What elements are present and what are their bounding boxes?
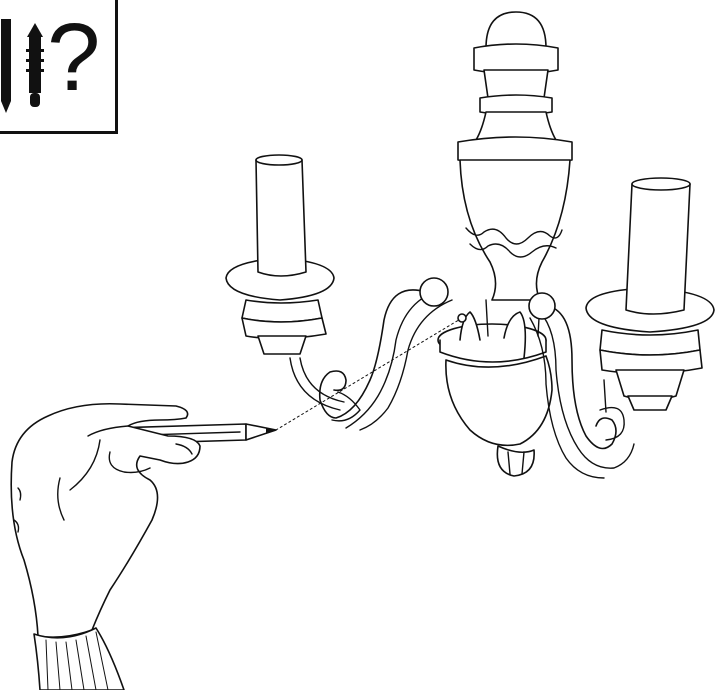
sconce-urn-body <box>459 159 571 301</box>
sconce-center-cup <box>437 323 553 477</box>
screw-and-plug-icons <box>1 19 44 113</box>
screw-icon <box>1 19 11 113</box>
sconce-finial <box>457 11 573 165</box>
dotted-guide-line <box>275 317 463 431</box>
hardware-badge: ? <box>0 0 118 134</box>
right-candle <box>625 177 691 315</box>
question-mark: ? <box>47 4 101 111</box>
drill-mark <box>457 313 467 323</box>
left-candle-cup <box>225 257 335 355</box>
sleeve-cuff <box>33 627 125 690</box>
left-candle <box>255 154 307 277</box>
left-arm <box>289 277 453 431</box>
right-arm <box>528 292 635 479</box>
hand-drawing <box>10 402 201 638</box>
wall-plug-icon <box>26 23 44 107</box>
